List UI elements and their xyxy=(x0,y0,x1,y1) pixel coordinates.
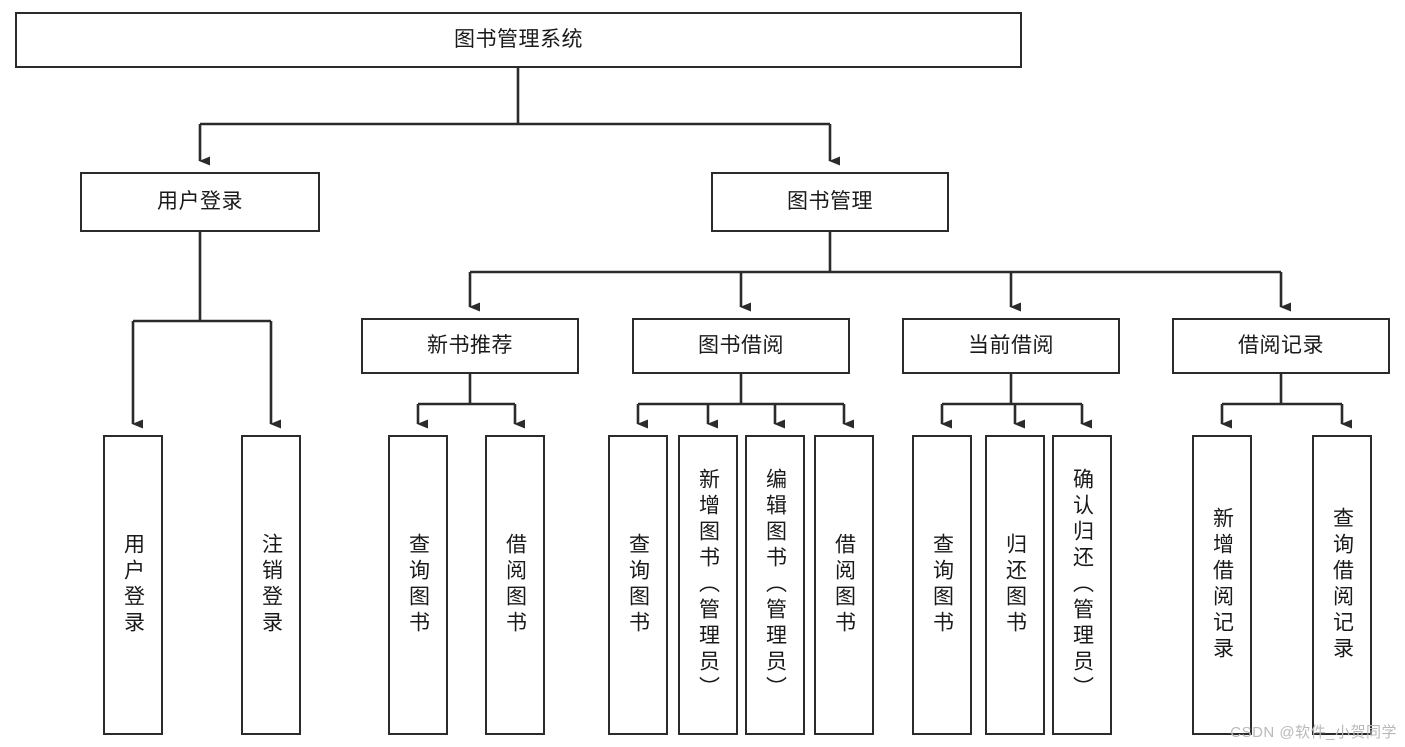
node-label: 借阅图书 xyxy=(503,533,527,637)
leaf-node-leaf-borrow-book-1[interactable]: 借阅图书 xyxy=(485,435,545,735)
node-label: 图书借阅 xyxy=(698,334,784,358)
leaf-node-leaf-query-book-1[interactable]: 查询图书 xyxy=(388,435,448,735)
node-book-borrow[interactable]: 图书借阅 xyxy=(632,318,850,374)
node-label: 用户登录 xyxy=(157,190,243,214)
leaf-node-leaf-query-book-3[interactable]: 查询图书 xyxy=(912,435,972,735)
node-new-book-rec[interactable]: 新书推荐 xyxy=(361,318,579,374)
node-current-borrow[interactable]: 当前借阅 xyxy=(902,318,1120,374)
node-label: 查询图书 xyxy=(406,533,430,637)
connector-layer xyxy=(131,68,1352,429)
node-borrow-record[interactable]: 借阅记录 xyxy=(1172,318,1390,374)
node-label: 查询图书 xyxy=(626,533,650,637)
node-label: 新增图书（管理员） xyxy=(696,468,720,702)
leaf-node-leaf-edit-book[interactable]: 编辑图书（管理员） xyxy=(745,435,805,735)
leaf-node-leaf-confirm-return[interactable]: 确认归还（管理员） xyxy=(1052,435,1112,735)
leaf-node-leaf-logout[interactable]: 注销登录 xyxy=(241,435,301,735)
node-label: 借阅记录 xyxy=(1238,334,1324,358)
node-label: 查询借阅记录 xyxy=(1330,507,1354,663)
leaf-node-leaf-query-book-2[interactable]: 查询图书 xyxy=(608,435,668,735)
node-label: 注销登录 xyxy=(259,533,283,637)
node-label: 确认归还（管理员） xyxy=(1070,468,1094,702)
node-label: 图书管理系统 xyxy=(454,28,583,52)
node-book-manage[interactable]: 图书管理 xyxy=(711,172,949,232)
node-label: 当前借阅 xyxy=(968,334,1054,358)
node-label: 图书管理 xyxy=(787,190,873,214)
leaf-node-leaf-borrow-book-2[interactable]: 借阅图书 xyxy=(814,435,874,735)
leaf-node-leaf-add-record[interactable]: 新增借阅记录 xyxy=(1192,435,1252,735)
node-label: 编辑图书（管理员） xyxy=(763,468,787,702)
watermark: CSDN @软件_小贺同学 xyxy=(1230,724,1397,741)
root-node-root[interactable]: 图书管理系统 xyxy=(15,12,1022,68)
leaf-node-leaf-user-login[interactable]: 用户登录 xyxy=(103,435,163,735)
node-label: 归还图书 xyxy=(1003,533,1027,637)
leaf-node-leaf-query-record[interactable]: 查询借阅记录 xyxy=(1312,435,1372,735)
node-label: 借阅图书 xyxy=(832,533,856,637)
node-label: 查询图书 xyxy=(930,533,954,637)
node-label: 用户登录 xyxy=(121,533,145,637)
leaf-node-leaf-add-book[interactable]: 新增图书（管理员） xyxy=(678,435,738,735)
node-user-login[interactable]: 用户登录 xyxy=(80,172,320,232)
node-label: 新书推荐 xyxy=(427,334,513,358)
node-label: 新增借阅记录 xyxy=(1210,507,1234,663)
leaf-node-leaf-return-book[interactable]: 归还图书 xyxy=(985,435,1045,735)
